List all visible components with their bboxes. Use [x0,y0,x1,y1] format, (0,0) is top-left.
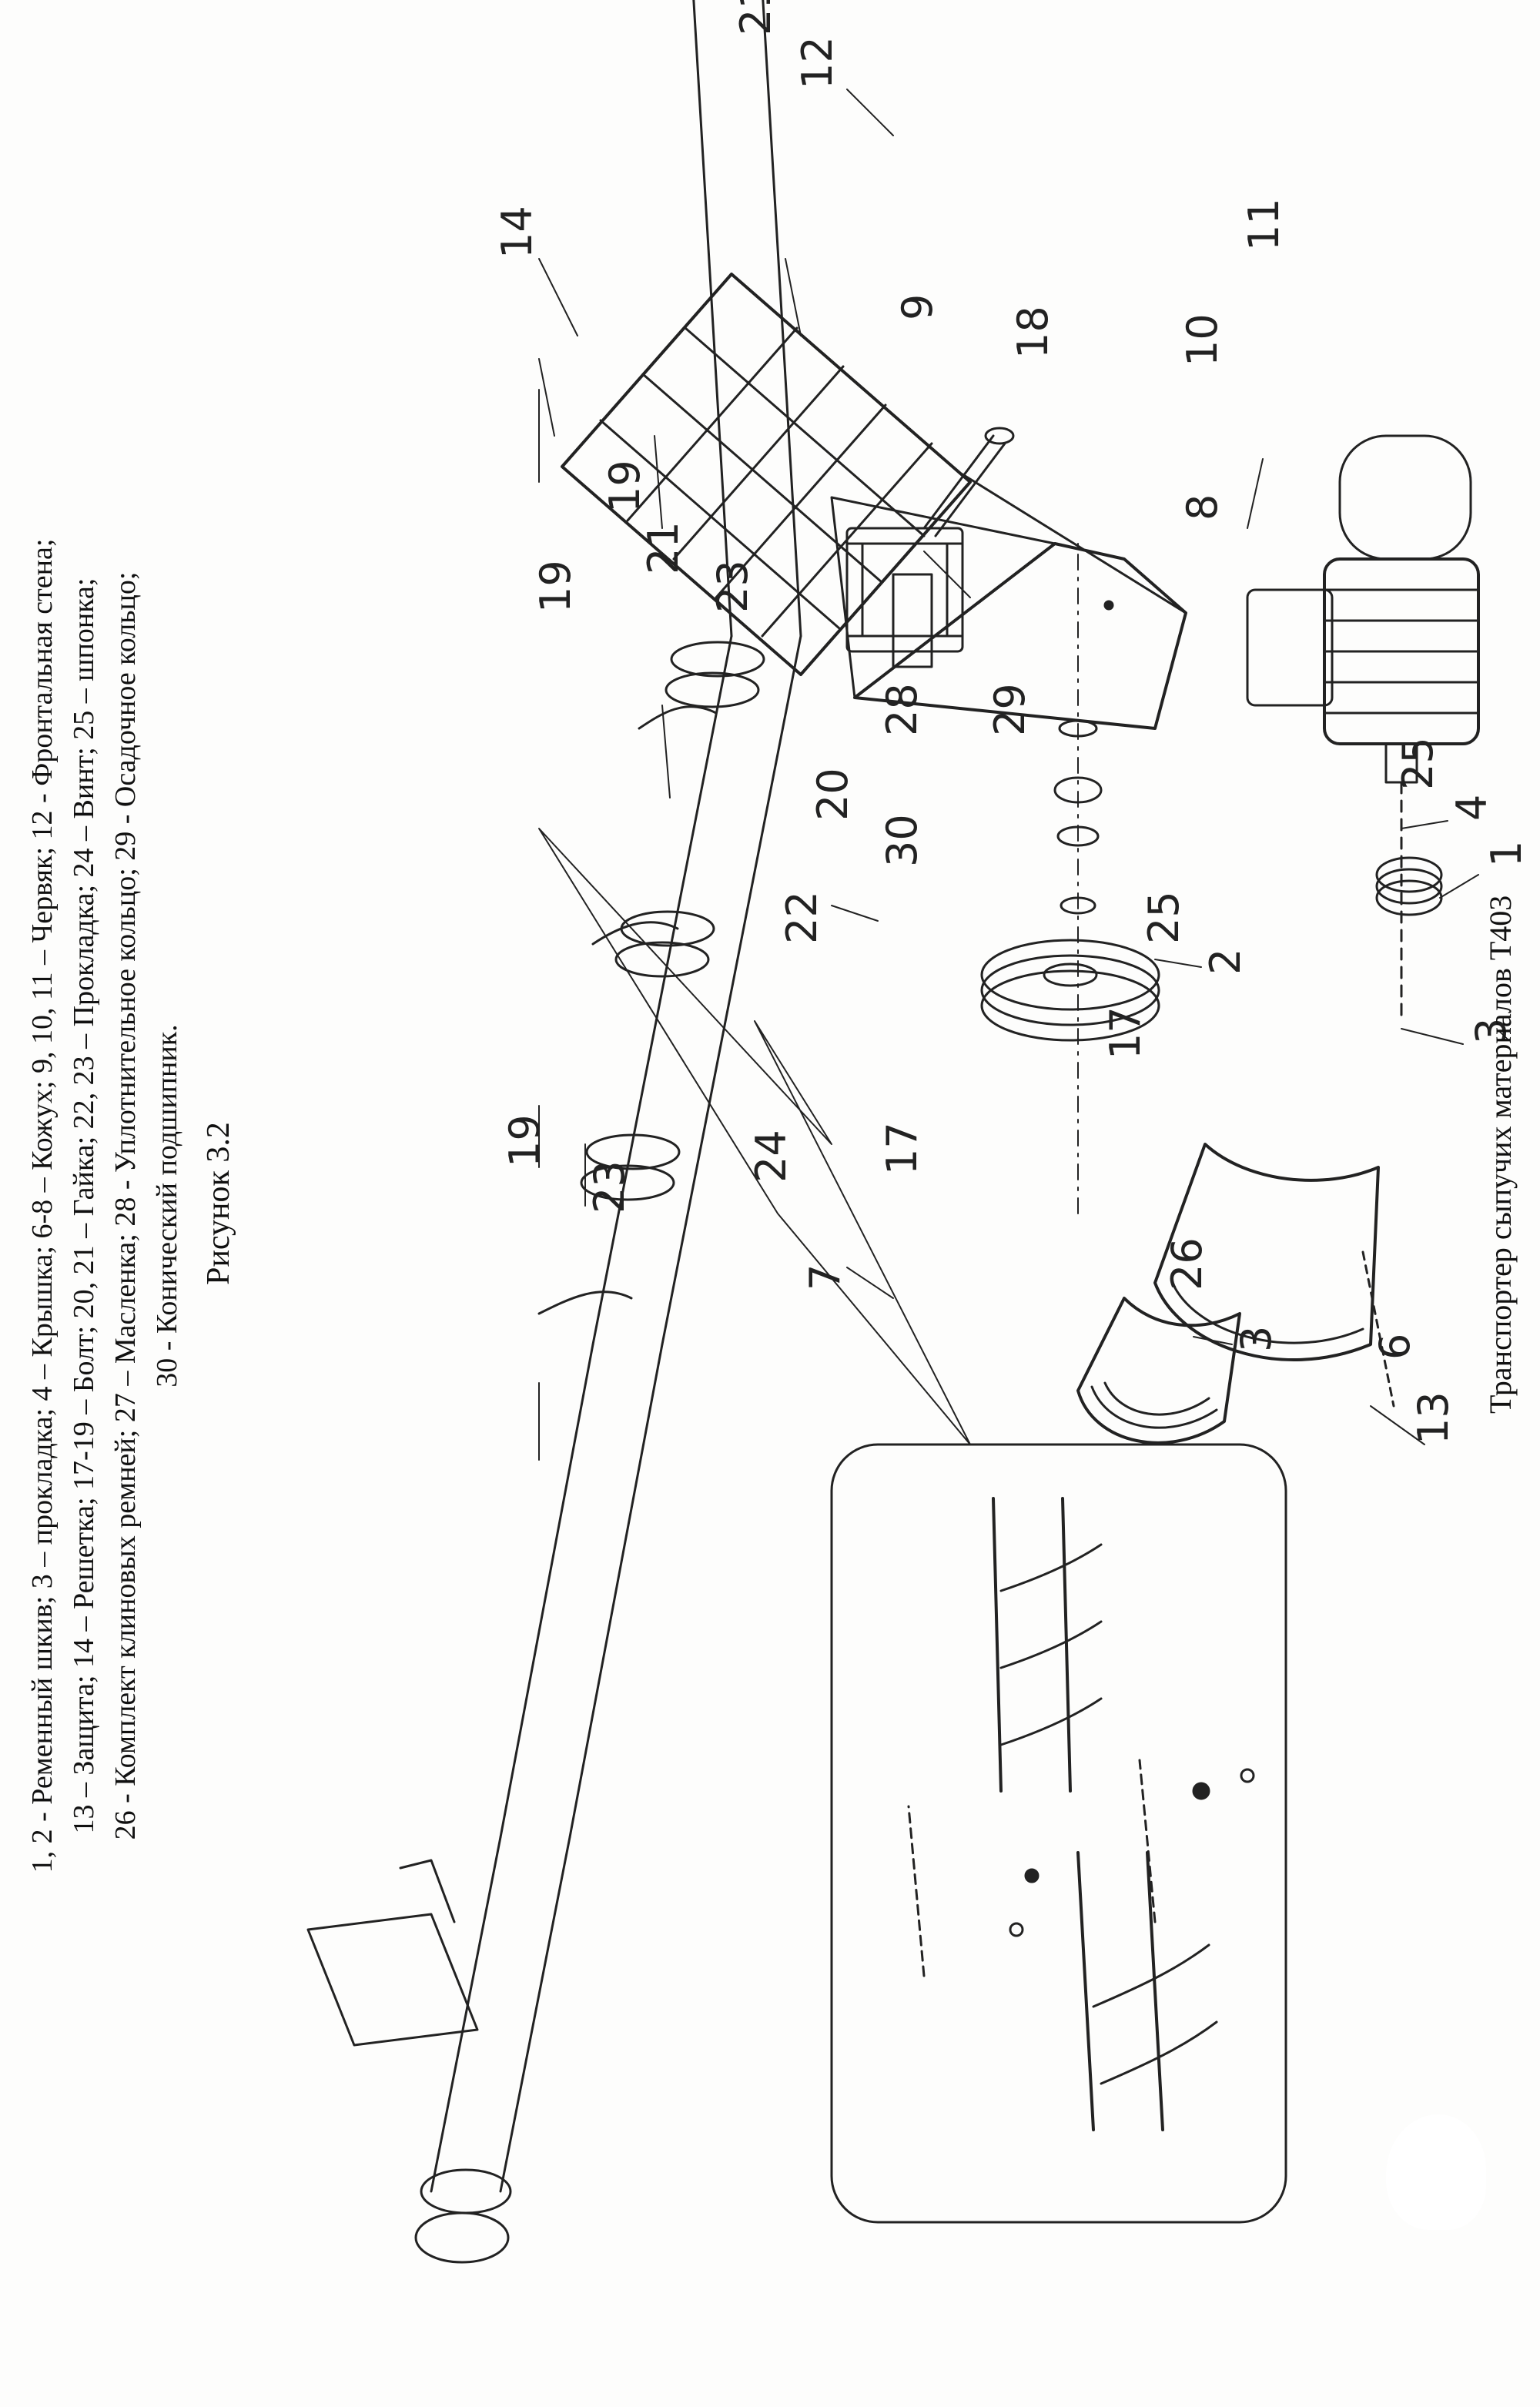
label-25b: 25 [1140,891,1188,944]
label-21a: 21 [639,521,688,574]
label-12: 12 [793,36,842,89]
label-1: 1 [1482,841,1531,867]
label-21b: 21 [732,0,780,35]
label-28: 28 [878,683,926,736]
conveyor-tube [306,0,802,2264]
label-6: 6 [1371,1334,1419,1360]
figure-caption: Рисунок 3.2 [201,1122,236,1285]
label-23a: 23 [708,560,757,613]
label-29: 29 [986,683,1034,736]
label-25a: 25 [1394,737,1442,790]
label-30: 30 [878,814,926,867]
label-14: 14 [493,206,541,259]
legend-line-4: 30 - Конический подшипник. [151,1024,183,1388]
label-24: 24 [747,1130,795,1183]
label-19b: 19 [500,1114,549,1167]
grate [561,273,972,676]
label-17b: 17 [878,1122,926,1175]
label-11: 11 [1240,198,1288,251]
label-22: 22 [778,891,826,944]
legend-line-2: 13 – Защита; 14 – Решетка; 17-19 – Болт;… [68,577,100,1834]
label-8: 8 [1178,494,1227,521]
large-pulley [980,939,1160,1042]
worm-detail-inset [538,828,1287,2224]
v-belt-kit [1076,1297,1241,1445]
label-7: 7 [801,1264,849,1291]
bearing-stack [1053,719,1103,915]
legend: 1, 2 - Ременный шкив; 3 – прокладка; 4 –… [22,35,188,2376]
label-4: 4 [1448,795,1496,821]
label-18: 18 [1009,306,1057,359]
label-19a: 19 [601,460,649,513]
label-19c: 19 [531,560,580,613]
label-3a: 3 [1467,1018,1515,1044]
label-2: 2 [1201,949,1250,975]
electric-motor [1246,434,1480,1023]
label-23b: 23 [585,1160,634,1214]
label-10: 10 [1178,313,1227,367]
small-pulley [1375,856,1443,916]
part-number-labels: 1 2 3 3 4 6 7 8 9 10 11 12 13 14 17 17 1… [493,0,1531,1445]
legend-line-1: 1, 2 - Ременный шкив; 3 – прокладка; 4 –… [26,538,59,1873]
label-17a: 17 [1101,1006,1150,1060]
support-base [845,427,1015,653]
label-26: 26 [1163,1237,1211,1291]
belt-guard [1153,1143,1395,1408]
label-20: 20 [808,768,857,821]
leader-lines [538,89,1479,1461]
figure-title: Транспортер сыпучих материалов Т403 [1483,895,1518,1414]
label-13: 13 [1409,1391,1458,1445]
white-blot [1386,2114,1486,2230]
label-9: 9 [893,294,942,320]
label-3b: 3 [1232,1326,1281,1352]
legend-line-3: 26 - Комплект клиновых ремней; 27 – Масл… [109,571,142,1840]
